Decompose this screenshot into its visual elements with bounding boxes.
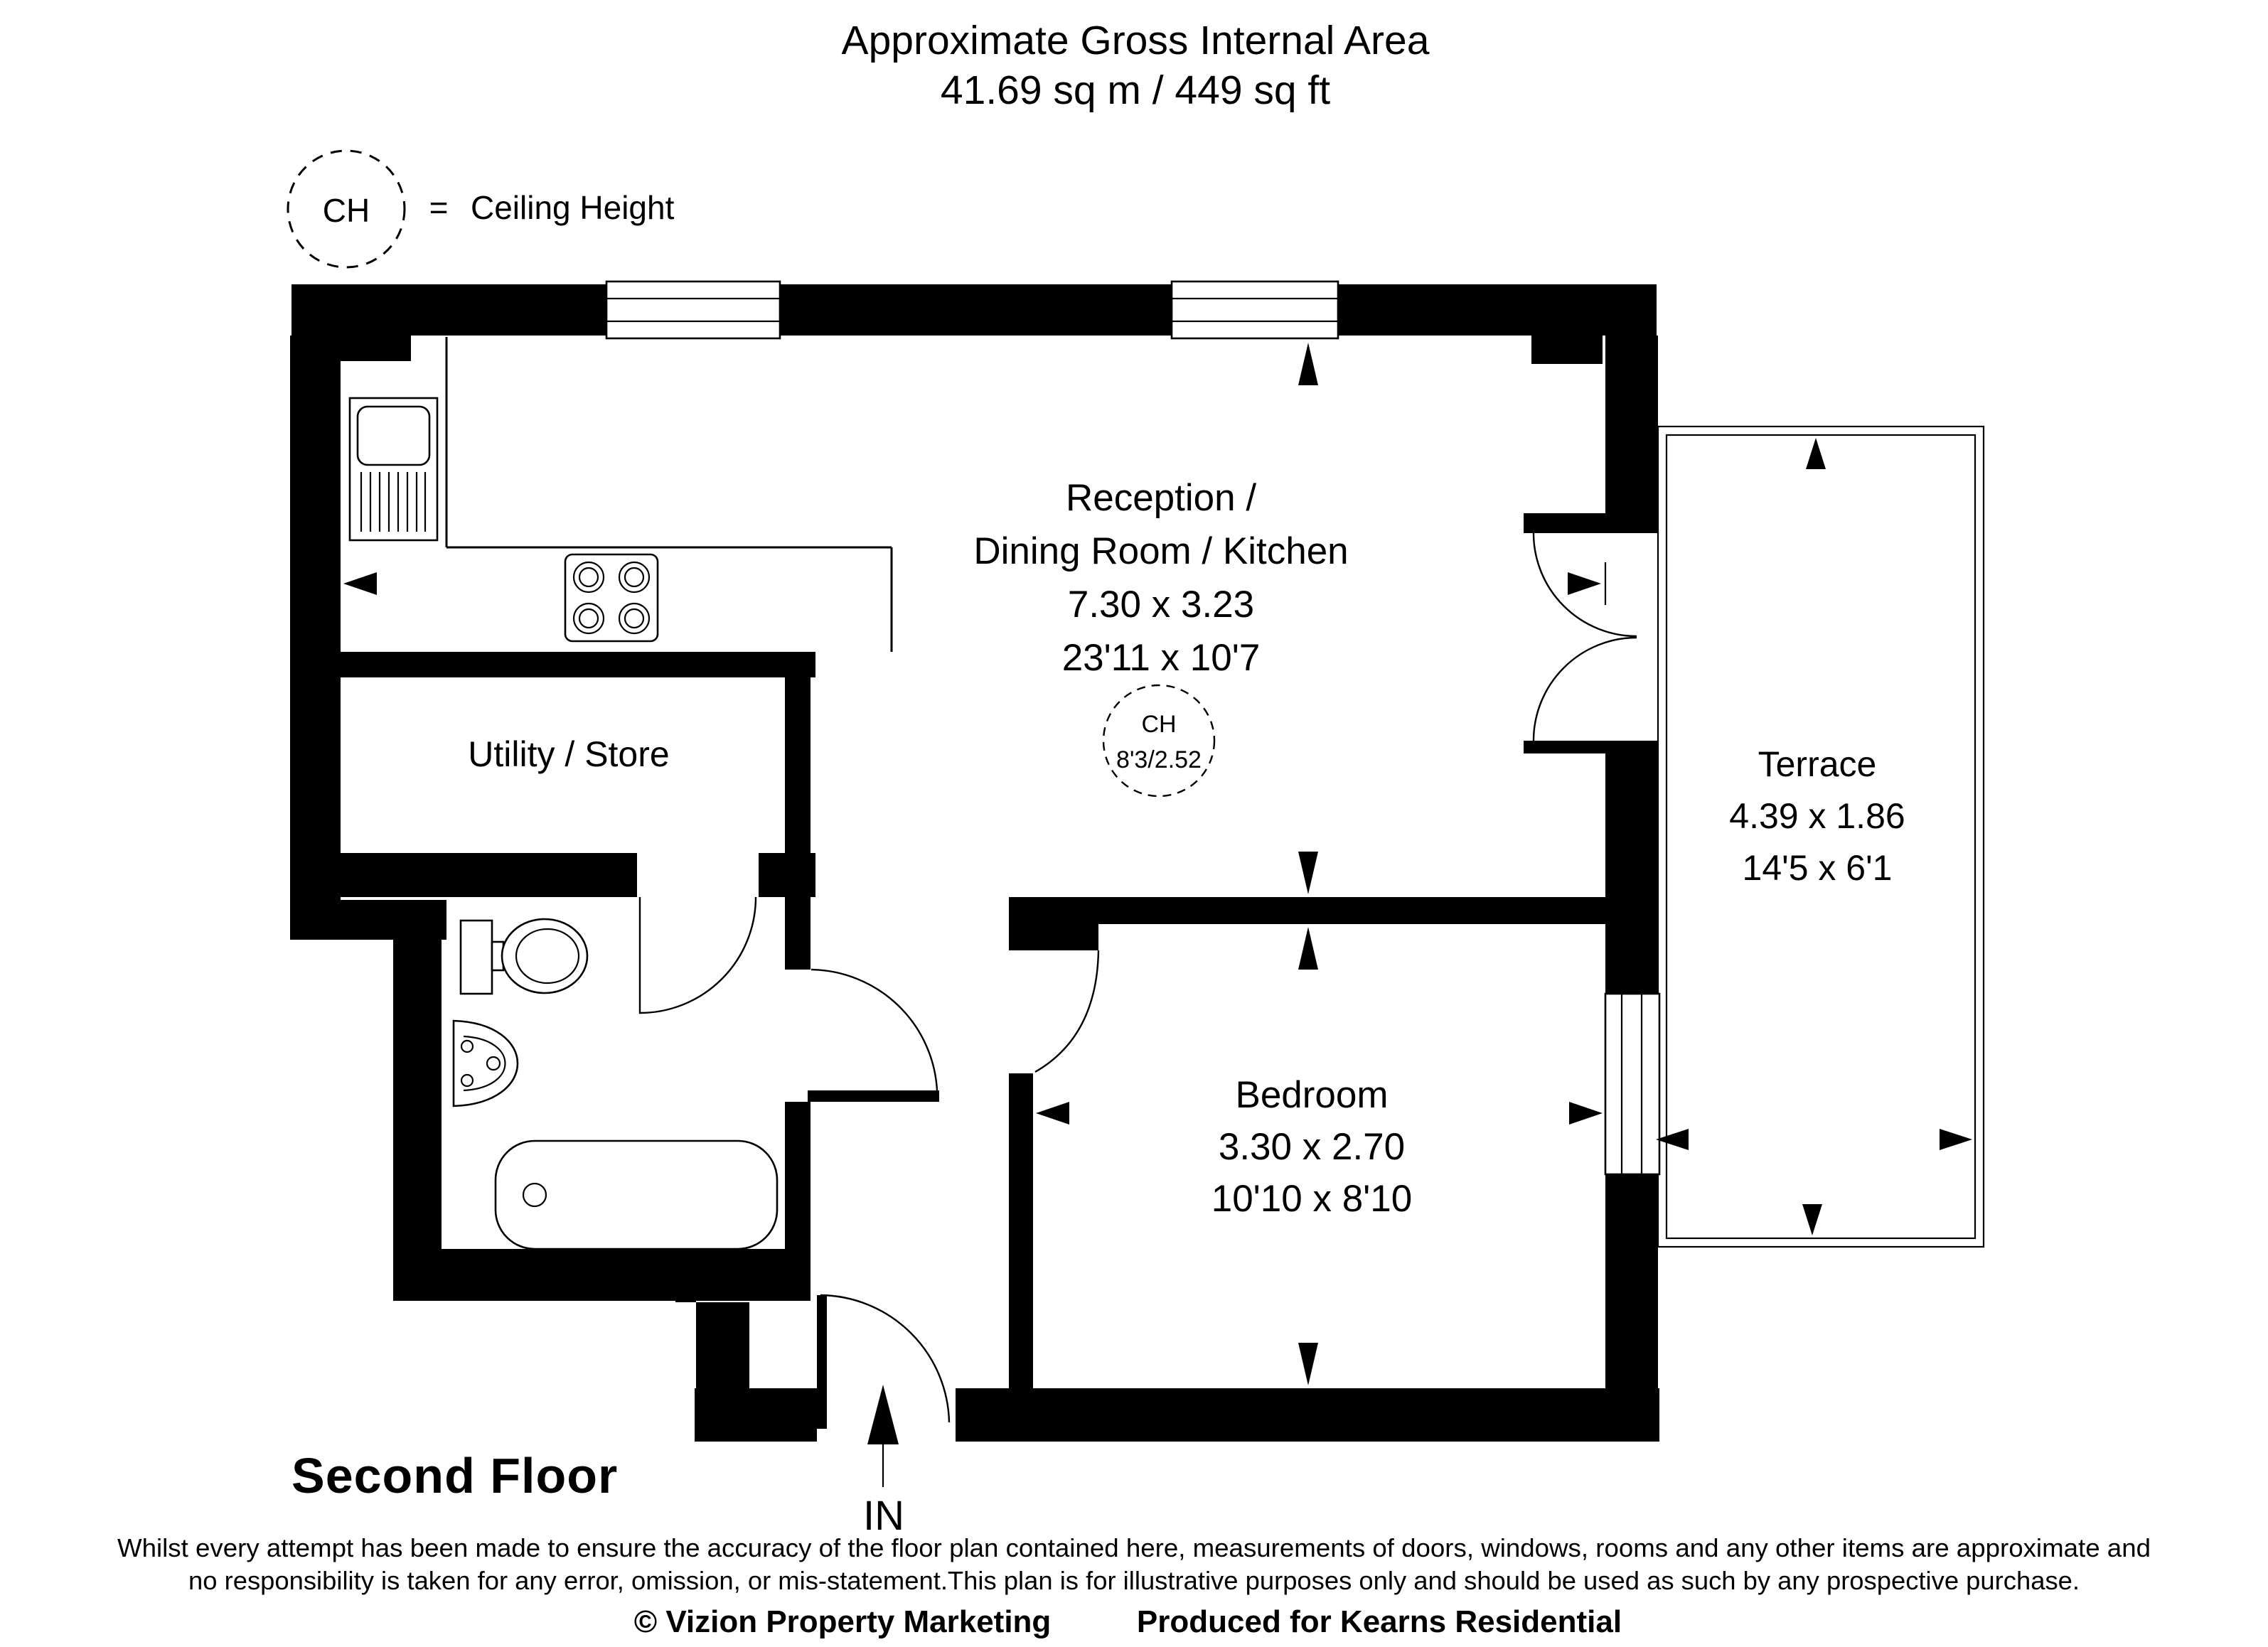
terrace-size-metric: 4.39 x 1.86 xyxy=(1729,796,1905,836)
terrace-french-door-arc-bottom xyxy=(1532,636,1637,741)
wall-bedroom-left xyxy=(1009,1073,1033,1388)
wall-bottom-entrance-left xyxy=(695,1388,817,1442)
ch-legend-label: Ceiling Height xyxy=(471,189,675,226)
floor-label: Second Floor xyxy=(291,1448,618,1503)
sink-drainer-lines xyxy=(360,472,427,532)
wall-utility-top xyxy=(290,652,815,677)
bedroom-size-imperial: 10'10 x 8'10 xyxy=(1211,1178,1413,1220)
windows xyxy=(605,280,1661,1176)
terrace-name: Terrace xyxy=(1758,744,1877,784)
bathroom xyxy=(452,918,779,1250)
bedroom-height-arrow-down-icon xyxy=(1298,1343,1318,1385)
wall-reception-bedroom-divider xyxy=(1009,897,1658,924)
wall-bottom-right xyxy=(956,1388,1659,1442)
wall-top-right-notch xyxy=(1531,336,1603,364)
ceiling-height-legend: CH = Ceiling Height xyxy=(287,149,675,269)
toilet xyxy=(459,918,589,995)
entrance-door-arc xyxy=(820,1294,951,1423)
ch-symbol: CH xyxy=(1141,711,1176,738)
hall-door-leaf xyxy=(808,1090,939,1102)
room-labels: Reception / Dining Room / Kitchen 7.30 x… xyxy=(468,477,1905,1220)
window-top-2 xyxy=(1170,280,1339,340)
reception-name-line2: Dining Room / Kitchen xyxy=(973,530,1348,572)
entrance-label: IN xyxy=(863,1493,904,1539)
bedroom-width-arrow-left-icon xyxy=(1036,1102,1069,1125)
basin xyxy=(452,1019,519,1107)
walls xyxy=(290,284,1659,1442)
bedroom-name: Bedroom xyxy=(1235,1074,1388,1116)
wall-bathroom-bottom xyxy=(393,1249,811,1301)
copyright-label: © Vizion Property Marketing xyxy=(634,1604,1052,1639)
terrace-width-arrow-left-icon xyxy=(1656,1129,1689,1150)
reception-size-imperial: 23'11 x 10'7 xyxy=(1062,637,1261,679)
dimension-arrows xyxy=(343,343,1972,1385)
reception-height-arrow-down-icon xyxy=(1298,852,1318,894)
terrace-height-arrow-up-icon xyxy=(1806,438,1826,469)
produced-for-label: Produced for Kearns Residential xyxy=(1137,1604,1622,1639)
wall-right-mid xyxy=(1605,741,1658,897)
wall-bathroom-right-lower xyxy=(785,1102,811,1249)
entrance-arrow-icon xyxy=(867,1385,899,1444)
doors xyxy=(638,532,1637,1423)
wall-left-upper xyxy=(290,336,341,900)
disclaimer-line2: no responsibility is taken for any error… xyxy=(188,1566,2080,1595)
bathtub xyxy=(494,1139,779,1250)
kitchen xyxy=(348,337,893,652)
bedroom-width-arrow-right-icon xyxy=(1569,1102,1603,1125)
bedroom-height-arrow-up-icon xyxy=(1298,927,1318,970)
wall-top xyxy=(291,284,1657,336)
wall-right-upper xyxy=(1605,336,1658,526)
page-title: Approximate Gross Internal Area xyxy=(842,18,1430,63)
reception-ceiling-height: CH 8'3/2.52 xyxy=(1102,684,1216,798)
utility-name: Utility / Store xyxy=(468,734,669,774)
ch-circle-icon xyxy=(1102,684,1216,798)
wall-utility-bottom xyxy=(290,853,637,897)
ch-legend-circle-icon xyxy=(287,149,406,269)
reception-height-arrow-up-icon xyxy=(1298,343,1318,385)
reception-width-arrow-left-icon xyxy=(343,572,377,595)
terrace-french-door-arc-top xyxy=(1532,532,1637,638)
hall-door-arc xyxy=(811,968,938,1091)
bedroom-door-arc xyxy=(1034,950,1100,1073)
bedroom-door-leaf xyxy=(1033,924,1098,950)
terrace-height-arrow-down-icon xyxy=(1802,1204,1822,1235)
terrace-width-arrow-right-icon xyxy=(1940,1129,1972,1150)
wall-vestibule-step xyxy=(675,1249,696,1302)
terrace-boundary xyxy=(1657,425,1985,1248)
kitchen-counter-outline xyxy=(445,337,893,652)
entrance-door-leaf xyxy=(817,1295,827,1429)
wall-bedroom-left-top xyxy=(1009,924,1033,950)
wall-bathroom-door-stub xyxy=(759,853,815,897)
wall-bedroom-right-lower xyxy=(1605,1173,1658,1388)
reception-name-line1: Reception / xyxy=(1066,477,1256,519)
terrace-outer-rail xyxy=(1657,425,1985,1248)
ch-value: 8'3/2.52 xyxy=(1116,746,1202,773)
ch-legend-equals: = xyxy=(429,189,449,226)
ch-legend-symbol: CH xyxy=(323,192,370,229)
entrance-marker: IN xyxy=(863,1385,904,1539)
kitchen-sink xyxy=(348,397,439,542)
wall-left-step xyxy=(290,900,446,940)
wall-vestibule-left xyxy=(696,1302,749,1388)
bedroom-size-metric: 3.30 x 2.70 xyxy=(1219,1126,1405,1168)
wall-stub-terrace-door-top xyxy=(1524,513,1658,533)
wall-bathroom-left xyxy=(393,938,442,1301)
terrace-inner-rail xyxy=(1665,434,1977,1240)
window-bedroom-terrace xyxy=(1604,992,1661,1176)
wall-bedroom-right-upper xyxy=(1605,924,1658,995)
reception-width-arrow-right-icon xyxy=(1568,572,1601,595)
window-top-1 xyxy=(605,280,781,340)
bathroom-door-arc xyxy=(638,896,757,1014)
disclaimer-line1: Whilst every attempt has been made to en… xyxy=(117,1533,2151,1562)
terrace-size-imperial: 14'5 x 6'1 xyxy=(1743,848,1893,888)
kitchen-hob xyxy=(564,553,659,643)
wall-utility-right xyxy=(785,677,811,970)
page-subtitle-area: 41.69 sq m / 449 sq ft xyxy=(941,68,1330,113)
reception-size-metric: 7.30 x 3.23 xyxy=(1068,584,1254,626)
